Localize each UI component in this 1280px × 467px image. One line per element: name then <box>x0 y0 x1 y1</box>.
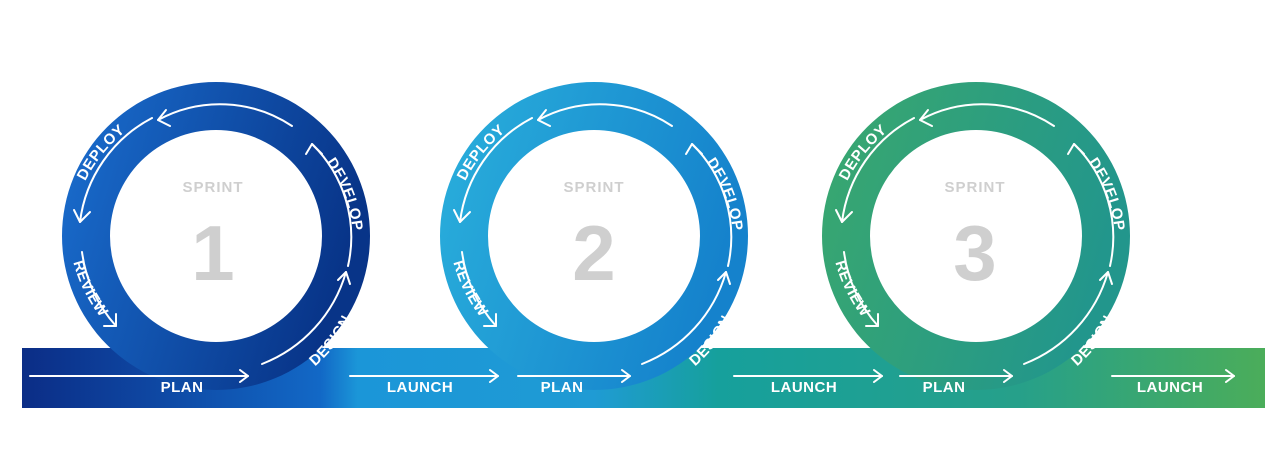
sprint-2-arrows <box>453 103 733 365</box>
sprint-2-label-test: TEST <box>601 64 644 82</box>
sprint-2-number: 2 <box>572 209 615 297</box>
track-label-plan-3: PLAN <box>923 379 966 396</box>
track-label-launch-3: LAUNCH <box>1137 379 1203 396</box>
sprint-1-title: SPRINT <box>182 179 243 196</box>
sprint-3-number: 3 <box>953 209 996 297</box>
track-label-plan-1: PLAN <box>161 379 204 396</box>
sprint-2-ring <box>440 82 748 390</box>
track-arrows <box>29 369 1235 383</box>
sprint-2-title: SPRINT <box>563 179 624 196</box>
sprint-3-arrows <box>835 103 1115 365</box>
sprint-3-label-test: TEST <box>983 64 1026 82</box>
sprint-1-ring <box>62 82 370 390</box>
sprint-1-number: 1 <box>191 209 234 297</box>
track-label-launch-2: LAUNCH <box>771 379 837 396</box>
sprint-1-arrows <box>73 103 353 365</box>
track-label-launch-1: LAUNCH <box>387 379 453 396</box>
sprint-3-ring <box>822 82 1130 390</box>
track-label-plan-2: PLAN <box>541 379 584 396</box>
sprint-3-title: SPRINT <box>944 179 1005 196</box>
sprint-1-label-test: TEST <box>221 64 264 82</box>
